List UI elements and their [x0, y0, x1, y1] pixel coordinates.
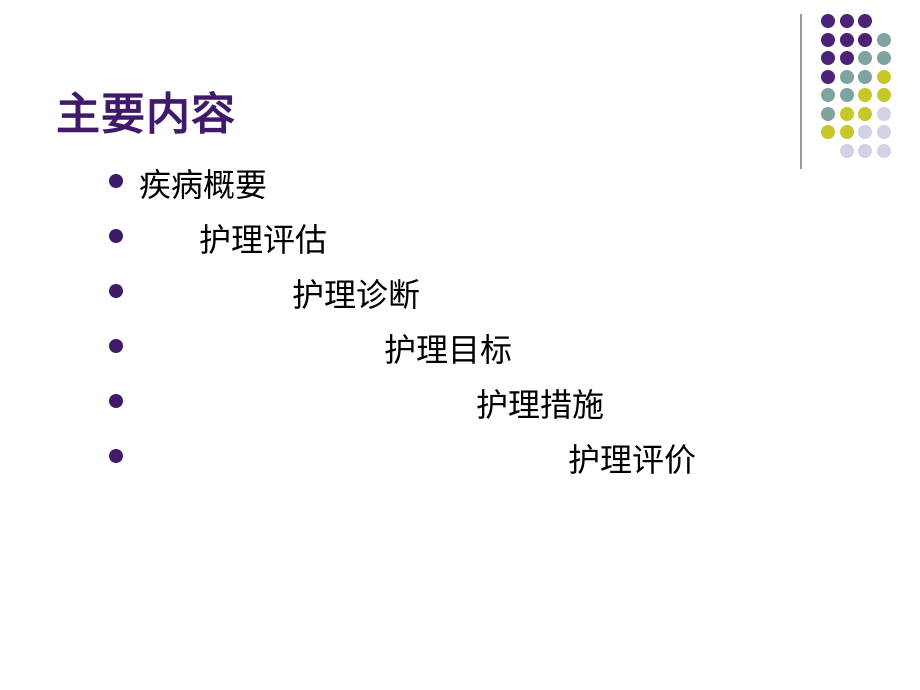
bullet-dot-icon	[109, 449, 123, 463]
bullet-item-5: 护理措施	[0, 380, 920, 424]
slide-title: 主要内容	[56, 89, 236, 140]
bullet-text: 疾病概要	[139, 166, 268, 204]
decorative-dot-icon	[858, 32, 872, 47]
bullet-dot-icon	[109, 284, 123, 298]
decorative-dot-icon	[821, 69, 835, 84]
decorative-dot-icon	[821, 125, 835, 139]
bullet-text: 护理评估	[199, 221, 328, 259]
bullet-item-4: 护理目标	[0, 325, 920, 369]
bullet-dot-icon	[109, 229, 123, 243]
bullet-item-3: 护理诊断	[0, 270, 920, 314]
decorative-dot-icon	[858, 143, 872, 158]
bullet-item-2: 护理评估	[0, 215, 920, 259]
decorative-dot-icon	[821, 88, 835, 102]
decorative-dot-icon	[858, 125, 872, 139]
decorative-dot-icon	[876, 143, 891, 158]
bullet-item-1: 疾病概要	[0, 160, 920, 204]
decorative-dot-icon	[839, 69, 854, 84]
decorative-dot-icon	[876, 32, 891, 47]
decorative-dot-icon	[876, 106, 891, 121]
decorative-dot-icon	[839, 51, 854, 65]
decorative-dot-icon	[821, 32, 835, 47]
decorative-dot-icon	[839, 143, 854, 158]
decorative-dot-icon	[839, 88, 854, 102]
decorative-dot-icon	[876, 51, 891, 65]
decorative-dot-icon	[821, 51, 835, 65]
bullet-dot-icon	[109, 174, 123, 188]
decorative-dot-icon	[876, 125, 891, 139]
bullet-item-6: 护理评价	[0, 435, 920, 479]
divider-line	[800, 14, 802, 169]
bullet-text: 护理诊断	[292, 276, 421, 314]
bullet-text: 护理措施	[476, 386, 605, 424]
decorative-dot-icon	[821, 106, 835, 121]
decorative-dot-icon	[839, 106, 854, 121]
decorative-dot-icon	[858, 14, 872, 28]
bullet-dot-icon	[109, 339, 123, 353]
decorative-dot-icon	[858, 106, 872, 121]
decorative-dot-icon	[839, 125, 854, 139]
decorative-dot-icon	[858, 51, 872, 65]
decorative-dot-icon	[839, 32, 854, 47]
bullet-text: 护理目标	[384, 331, 513, 369]
decorative-dot-icon	[876, 88, 891, 102]
decorative-dot-icon	[839, 14, 854, 28]
decorative-dot-icon	[858, 69, 872, 84]
bullet-text: 护理评价	[568, 441, 697, 479]
decorative-dot-icon	[821, 14, 835, 28]
bullet-dot-icon	[109, 394, 123, 408]
decorative-dot-icon	[876, 69, 891, 84]
decorative-dot-icon	[858, 88, 872, 102]
